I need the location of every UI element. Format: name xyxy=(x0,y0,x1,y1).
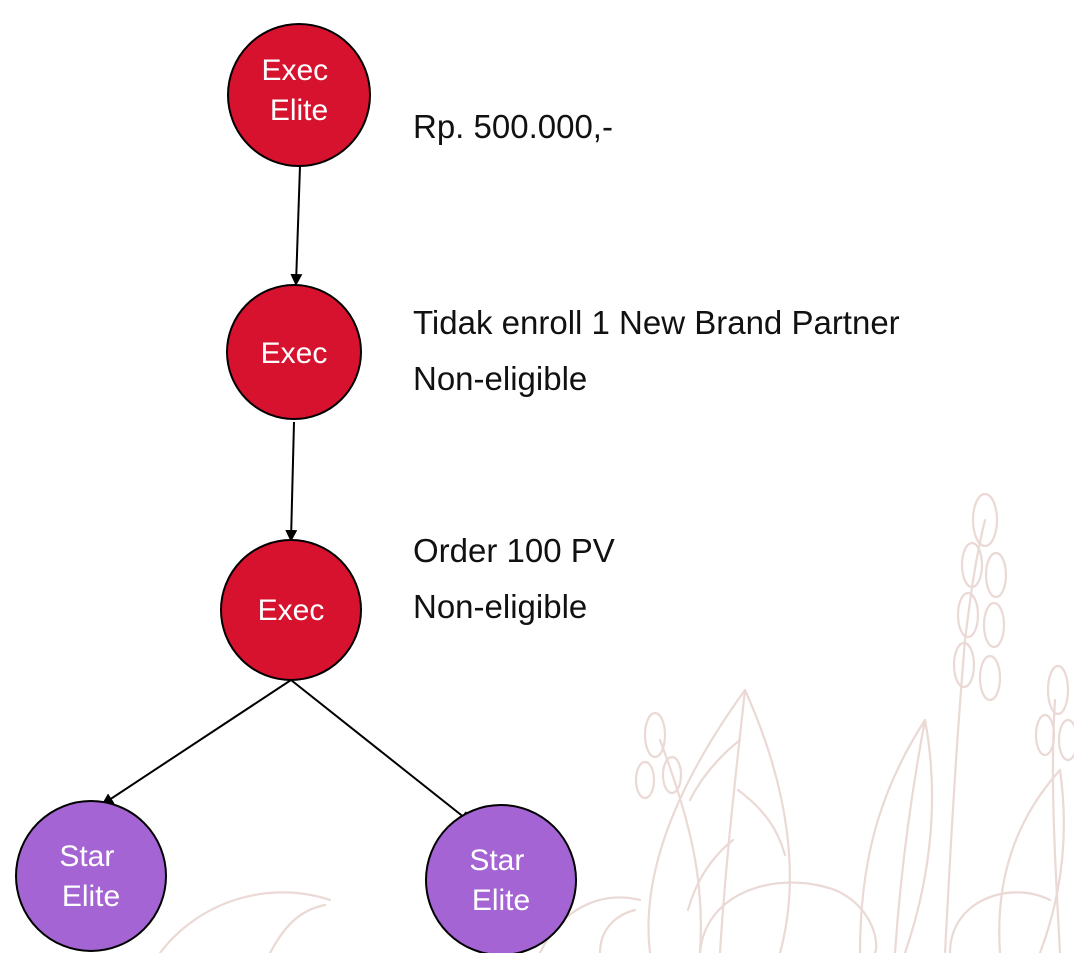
svg-text:Star Elite: Star Elite xyxy=(59,840,122,913)
node-label-line: Exec xyxy=(261,337,328,370)
node-exec-lower: Exec xyxy=(220,539,362,681)
node-label-line: Star xyxy=(59,840,114,873)
node-label-line: Exec xyxy=(258,594,325,627)
svg-text:Order 100 PV Non-eligibl: Order 100 PV Non-eligible xyxy=(413,532,624,625)
node-circle xyxy=(425,804,577,953)
label-exec-lower-note: Order 100 PV Non-eligible xyxy=(413,532,624,625)
note-line: Non-eligible xyxy=(413,360,587,397)
node-star-elite-left: Star Elite xyxy=(15,800,167,952)
node-circle xyxy=(227,23,371,167)
node-star-elite-right: Star Elite xyxy=(425,804,577,953)
svg-text:Exec: Exec xyxy=(261,337,328,370)
node-label-line: Star xyxy=(469,844,524,877)
note-line: Order 100 PV xyxy=(413,532,615,569)
node-label-line: Elite xyxy=(62,880,120,913)
node-circle xyxy=(220,539,362,681)
botanical-sketch-decoration xyxy=(158,492,1074,953)
edge-exec-elite-to-exec xyxy=(290,165,303,286)
node-label-line: Elite xyxy=(472,884,530,917)
node-circle xyxy=(15,800,167,952)
svg-text:Rp. 500.000,-: Rp. 500.000,- xyxy=(413,108,613,145)
edges xyxy=(101,165,472,824)
node-exec-middle: Exec xyxy=(226,284,362,420)
amount-text: Rp. 500.000,- xyxy=(413,108,613,145)
node-circle xyxy=(226,284,362,420)
svg-text:Exec: Exec xyxy=(258,594,325,627)
edge-exec-to-star-elite-left xyxy=(101,679,292,806)
node-exec-elite-top: Exec Elite xyxy=(227,23,371,167)
svg-text:Star Elite: Star Elite xyxy=(469,844,532,917)
node-label-line: Exec xyxy=(261,54,328,87)
edge-exec-to-star-elite-right xyxy=(290,679,472,824)
svg-text:Tidak enroll 1 New Brand Partn: Tidak enroll 1 New Brand Partner Non-eli… xyxy=(413,304,909,397)
note-line: Non-eligible xyxy=(413,588,587,625)
edge-exec-to-exec xyxy=(285,421,298,542)
node-label-line: Elite xyxy=(270,94,328,127)
note-line: Tidak enroll 1 New Brand Partner xyxy=(413,304,900,341)
label-amount: Rp. 500.000,- xyxy=(413,108,613,145)
label-exec-middle-note: Tidak enroll 1 New Brand Partner Non-eli… xyxy=(413,304,909,397)
svg-text:Exec Elite: Exec Elite xyxy=(261,54,336,127)
